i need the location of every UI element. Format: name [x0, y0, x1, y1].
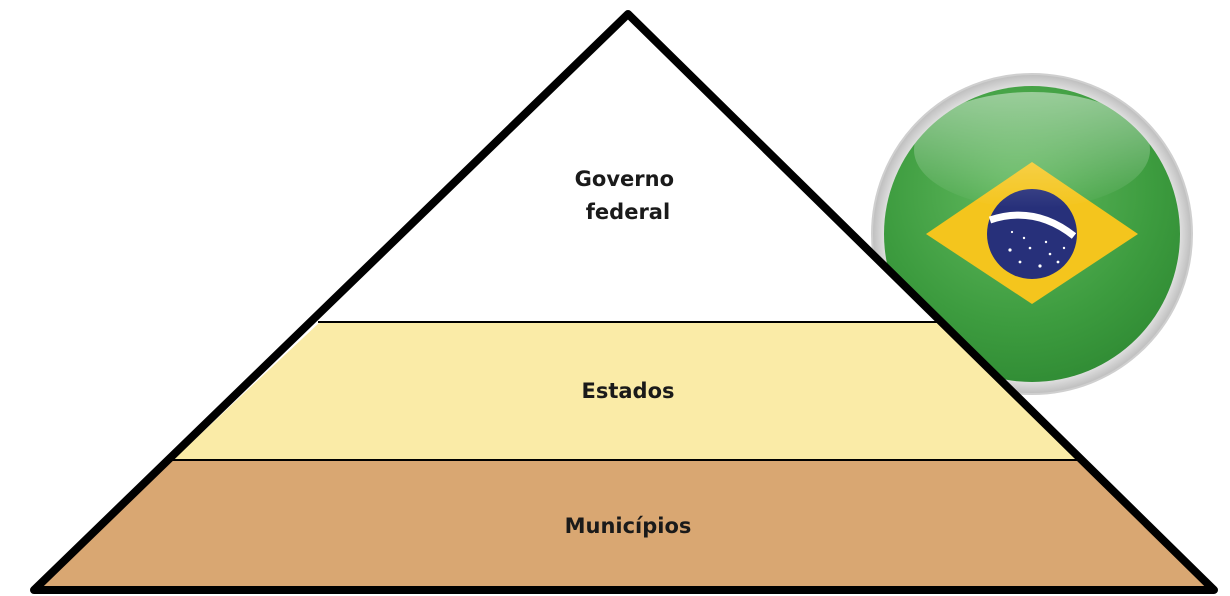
pyramid	[30, 10, 1218, 594]
pyramid-outline	[30, 10, 1218, 594]
label-line: Governo	[575, 167, 674, 191]
label-governo-federal: Governo federal	[575, 167, 682, 224]
pyramid-level-top	[320, 14, 937, 322]
flag-gloss	[914, 92, 1150, 208]
flag-blue-globe	[987, 189, 1077, 279]
flag-stars	[1008, 230, 1066, 268]
pyramid-labels: Governo federal Estados Municípios	[565, 167, 692, 538]
label-line: federal	[586, 200, 670, 224]
label-municipios: Municípios	[565, 514, 692, 538]
flag-white-band	[988, 211, 1077, 239]
label-estados: Estados	[581, 379, 674, 403]
pyramid-level-bottom	[34, 460, 1214, 590]
brazil-flag-icon	[871, 73, 1193, 395]
pyramid-level-middle	[173, 322, 1077, 460]
